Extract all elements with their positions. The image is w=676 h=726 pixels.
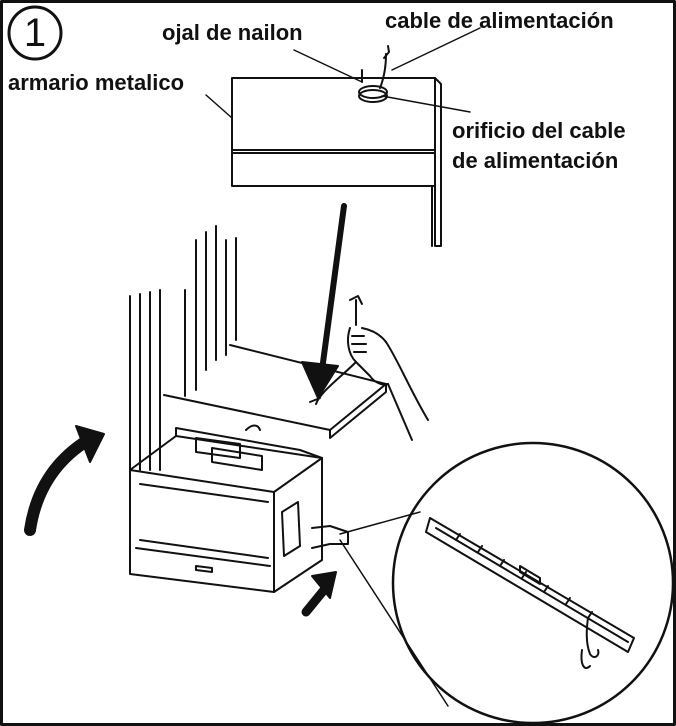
small-arrow-head [311, 571, 337, 599]
curved-arrow-head [75, 425, 105, 463]
power-cord-label: cable de alimentación [385, 8, 614, 33]
curved-arrow-shaft [24, 434, 94, 536]
arrow-down-head [301, 361, 339, 399]
step-circle [7, 5, 63, 61]
leader-cord-hole [381, 95, 471, 113]
leader-power-cord [391, 27, 481, 71]
power-cord-top [361, 45, 390, 89]
metal-cabinet [231, 77, 442, 247]
magnifier-circle [391, 441, 675, 725]
hand-with-cord [315, 295, 429, 441]
lower-cabinet [129, 225, 387, 471]
arrow-down-shaft [319, 203, 347, 373]
small-arrow-shaft [301, 585, 329, 617]
leader-grommet [293, 49, 363, 83]
leader-cabinet [205, 94, 233, 119]
metal-cabinet-label: armario metalico [8, 70, 185, 95]
step-number: 1 [23, 11, 47, 55]
nylon-grommet-label: ojal de nailon [162, 20, 303, 45]
zoom-line-top [339, 511, 421, 535]
nylon-grommet [358, 85, 388, 103]
mounting-plate [425, 517, 635, 669]
power-cord-hole-label-line1: orificio del cable [452, 118, 626, 143]
power-cord-hole-label: orificio del cable de alimentación [452, 116, 626, 176]
power-cord-hole-label-line2: de alimentación [452, 148, 619, 173]
microwave [129, 424, 349, 593]
